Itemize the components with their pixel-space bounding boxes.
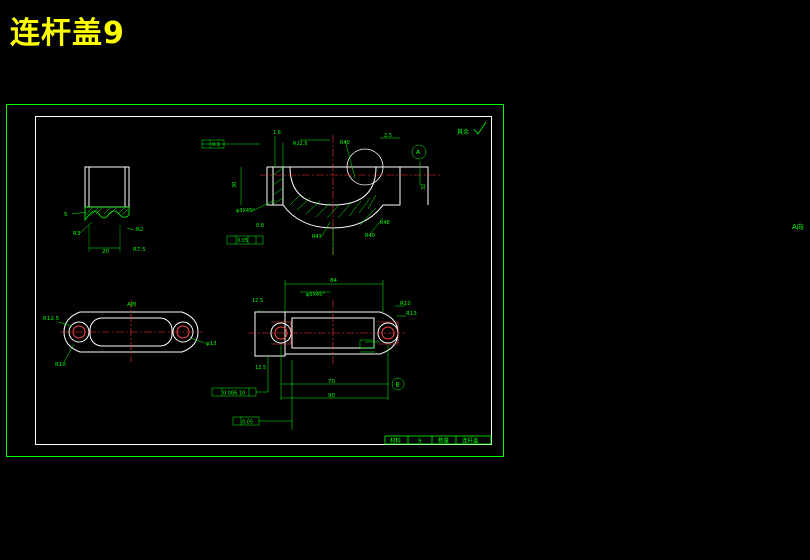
top-left-dim-20: 20: [102, 249, 109, 255]
title-block-cell-1: 材料: [390, 437, 402, 445]
top-left-note: 5: [64, 212, 68, 218]
bottom-right-tol: 0.006 10: [223, 391, 245, 397]
side-view-label: A向: [792, 223, 804, 231]
title-block-cell-2: 9: [418, 439, 422, 445]
half-bearing-tol-left: 0.1: [212, 142, 220, 148]
title-block-cell-4: 连杆盖: [462, 437, 479, 445]
bottom-right-dim-90: 90: [328, 393, 335, 399]
top-left-r3: R3: [73, 231, 81, 237]
top-left-r2: R2: [136, 227, 143, 233]
bottom-left-r10: R10: [55, 362, 66, 368]
bottom-right-front-view: [254, 311, 399, 357]
top-left-r75: R7.5: [133, 247, 146, 253]
bottom-right-left-dim: 12.5: [252, 298, 263, 304]
bottom-right-dim-70: 70: [328, 379, 335, 385]
title-block-cell-3: 数量: [438, 437, 450, 445]
bottom-right-left-dim2: 12.5: [255, 365, 266, 371]
title-block: [384, 435, 492, 445]
half-bearing-outline: [266, 166, 429, 229]
bottom-right-chamfer: φ5X45°: [306, 292, 325, 298]
top-left-hatch-lines: [85, 207, 129, 217]
inner-frame: [35, 116, 492, 445]
half-bearing-datum-a: A: [416, 149, 421, 156]
half-bearing-r48: R48: [380, 220, 390, 226]
top-left-hatch-region: [84, 206, 130, 222]
drawing-title: 连杆盖9: [10, 16, 125, 51]
half-bearing-inner-arc: [289, 166, 377, 206]
roughness-symbol: [473, 121, 487, 135]
top-left-section-view: [84, 166, 130, 208]
bottom-left-phi13: φ13: [206, 341, 217, 347]
half-bearing-dim-top: 1.6: [273, 130, 281, 136]
half-bearing-r12: R12.5: [293, 141, 308, 147]
bottom-left-view-label: A向: [127, 300, 136, 308]
half-bearing-dim-32: 32: [421, 184, 427, 190]
half-bearing-chamfer2: 0.8: [256, 223, 264, 229]
half-bearing-chamfer: φ3X45°: [236, 208, 255, 214]
outer-frame: [6, 104, 504, 457]
half-bearing-tol-bottom: 0.05: [237, 238, 248, 244]
bottom-right-datum-b: B: [396, 382, 400, 389]
half-bearing-dimension-lines: [201, 136, 427, 255]
bottom-right-tol2: 0.05: [242, 420, 253, 426]
half-bearing-r40-top: R40: [340, 140, 350, 146]
bottom-left-r125: R12.5: [43, 316, 60, 322]
oil-hole-circle: [346, 148, 384, 186]
bottom-right-dimension-lines: [211, 280, 406, 430]
bottom-right-r10: R10: [400, 301, 411, 307]
half-bearing-angle: 2.5: [384, 133, 392, 139]
bottom-right-dim-84: 84: [330, 278, 337, 284]
bottom-right-r13: R13: [406, 311, 417, 317]
half-bearing-hatch: [272, 167, 377, 219]
roughness-note: 其余: [457, 128, 469, 136]
half-bearing-r40-bottom: R40: [365, 233, 375, 239]
half-bearing-r43: R43: [312, 234, 322, 240]
half-bearing-dim-30: 30: [232, 182, 238, 188]
